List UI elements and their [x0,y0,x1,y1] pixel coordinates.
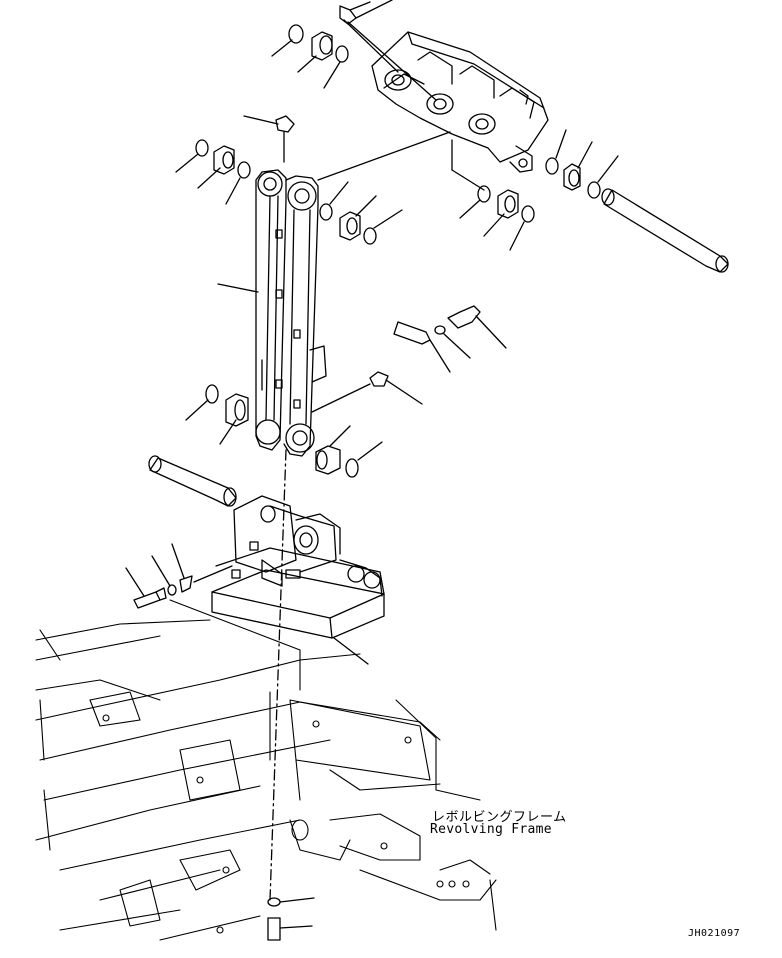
frame-label-japanese: レボルビングフレーム [432,810,567,825]
drawing-number: JH021097 [688,928,741,939]
bottom-bolt-set [268,898,314,940]
grease-fitting-link [244,116,294,162]
base-bolt-set [126,544,232,608]
link-lower-ring-set [186,385,382,477]
upper-ring-bushing-set [272,25,348,88]
lower-bracket [212,496,384,664]
short-pin-left [149,456,236,506]
revolving-frame [36,600,496,940]
bracket-center-ring-set [452,140,534,250]
bracket-right-ring-set [546,130,618,198]
upper-bracket [372,32,548,172]
link-right-ring-set [320,182,402,244]
grease-fitting-middle [312,372,422,412]
lock-plate-set [394,306,506,372]
link-left-ring-set [176,140,250,204]
frame-label-english: Revolving Frame [430,822,552,837]
long-pin-right [602,189,728,272]
vertical-link [218,132,450,456]
assembly-centerline [270,450,286,900]
grease-fitting-top [340,0,436,100]
